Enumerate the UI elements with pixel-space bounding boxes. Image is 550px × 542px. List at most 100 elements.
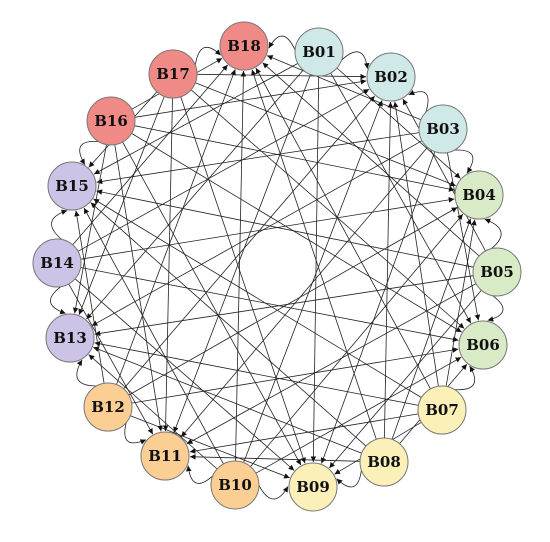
edge-b12-to-b09	[130, 415, 290, 479]
edge-b07-to-b13	[94, 341, 419, 406]
edge-b12-to-b13	[76, 359, 97, 387]
edge-b05-to-b11	[186, 283, 477, 445]
node-b17-circle	[148, 49, 198, 99]
edge-b14-to-b06	[80, 267, 459, 342]
node-b09-label: B09	[296, 478, 330, 496]
edge-b12-to-b11	[124, 422, 147, 445]
edge-b08-to-b13	[93, 346, 362, 454]
edge-b14-to-b04	[80, 197, 455, 260]
node-b05-circle	[472, 247, 522, 297]
edge-b17-to-b09	[180, 96, 306, 464]
node-b04-circle	[454, 170, 504, 220]
edge-b01-to-b02	[341, 51, 370, 69]
edge-b10-to-b06	[255, 356, 462, 474]
edge-b14-to-b18	[72, 64, 229, 246]
node-b03-label: B03	[426, 120, 460, 138]
node-b08-label: B08	[367, 453, 401, 471]
edge-b14-to-b02	[77, 88, 370, 252]
edge-b16-to-b11	[114, 144, 163, 432]
node-b16[interactable]: B16	[86, 96, 136, 146]
edge-b05-to-b06	[487, 295, 504, 322]
edge-b14-to-b09	[74, 278, 295, 471]
edge-b08-to-b02	[384, 101, 394, 439]
node-b07-circle	[417, 385, 467, 435]
node-b16-label: B16	[94, 112, 128, 130]
edge-b07-to-b15	[93, 198, 422, 398]
node-b15[interactable]: B15	[47, 161, 97, 211]
edge-b14-to-b13	[50, 286, 66, 315]
node-b14[interactable]: B14	[32, 238, 82, 288]
edge-b12-to-b04	[128, 207, 458, 396]
edge-b17-to-b18	[194, 46, 221, 66]
node-b04[interactable]: B04	[454, 170, 504, 220]
node-b05[interactable]: B05	[472, 247, 522, 297]
node-b06[interactable]: B06	[458, 320, 508, 370]
edge-b17-to-b11	[162, 97, 173, 432]
edge-b03-to-b15	[96, 132, 420, 185]
edge-b16-to-b06	[131, 133, 462, 333]
edge-b17-to-b06	[190, 89, 465, 329]
edge-b03-to-b06	[447, 152, 481, 321]
node-b13-label: B13	[53, 329, 87, 347]
edge-b08-to-b15	[90, 202, 367, 447]
node-b01-circle	[294, 27, 344, 77]
edge-b10-to-b09	[258, 485, 289, 500]
edge-b05-to-b13	[94, 275, 474, 337]
node-b09-circle	[288, 462, 338, 512]
edge-b17-to-b04	[195, 82, 456, 187]
edge-b17-to-b02	[196, 73, 367, 80]
edge-b08-to-b11	[189, 454, 361, 462]
edge-b07-to-b04	[445, 219, 477, 387]
node-b08-circle	[359, 437, 409, 487]
node-b12-circle	[83, 382, 133, 432]
node-b09[interactable]: B09	[288, 462, 338, 512]
node-b11[interactable]: B11	[140, 431, 190, 481]
edge-b12-to-b06	[131, 347, 459, 404]
node-b17[interactable]: B17	[148, 49, 198, 99]
edge-b07-to-b06	[454, 365, 476, 391]
node-b18[interactable]: B18	[219, 21, 269, 71]
node-b03[interactable]: B03	[418, 104, 468, 154]
node-b01[interactable]: B01	[294, 27, 344, 77]
node-b13[interactable]: B13	[45, 313, 95, 363]
edge-b05-to-b15	[96, 189, 474, 268]
edge-b16-to-b15	[79, 141, 99, 165]
edge-b03-to-b04	[454, 149, 474, 174]
node-b12-label: B12	[91, 398, 125, 416]
node-b02[interactable]: B02	[366, 52, 416, 102]
edge-b05-to-b09	[328, 289, 482, 469]
edge-b10-to-b02	[243, 100, 383, 463]
edge-b05-to-b18	[262, 62, 480, 257]
edge-b03-to-b09	[320, 151, 436, 464]
edge-b12-to-b02	[123, 95, 376, 390]
edge-b10-to-b13	[88, 354, 218, 470]
node-b18-label: B18	[227, 37, 261, 55]
node-b10-circle	[210, 460, 260, 510]
node-b13-circle	[45, 313, 95, 363]
node-b02-label: B02	[374, 68, 408, 86]
edge-b03-to-b02	[408, 89, 429, 113]
node-b14-circle	[32, 238, 82, 288]
edge-b07-to-b11	[189, 413, 419, 454]
node-b12[interactable]: B12	[83, 382, 133, 432]
edge-b10-to-b15	[83, 207, 224, 465]
node-b01-label: B01	[302, 43, 336, 61]
edge-b08-to-b04	[391, 218, 472, 440]
edge-b10-to-b18	[235, 70, 247, 462]
node-b06-label: B06	[466, 336, 500, 354]
node-b16-circle	[86, 96, 136, 146]
edge-b08-to-b18	[251, 69, 377, 440]
node-b05-label: B05	[480, 263, 514, 281]
node-b07[interactable]: B07	[417, 385, 467, 435]
node-b07-label: B07	[425, 401, 459, 419]
edge-b07-to-b18	[255, 67, 431, 390]
edge-b10-to-b11	[185, 465, 214, 484]
edge-b16-to-b02	[134, 79, 367, 118]
node-b11-circle	[140, 431, 190, 481]
edge-b01-to-b18	[268, 35, 296, 51]
node-b08[interactable]: B08	[359, 437, 409, 487]
edge-b08-to-b09	[336, 469, 362, 488]
node-b10[interactable]: B10	[210, 460, 260, 510]
